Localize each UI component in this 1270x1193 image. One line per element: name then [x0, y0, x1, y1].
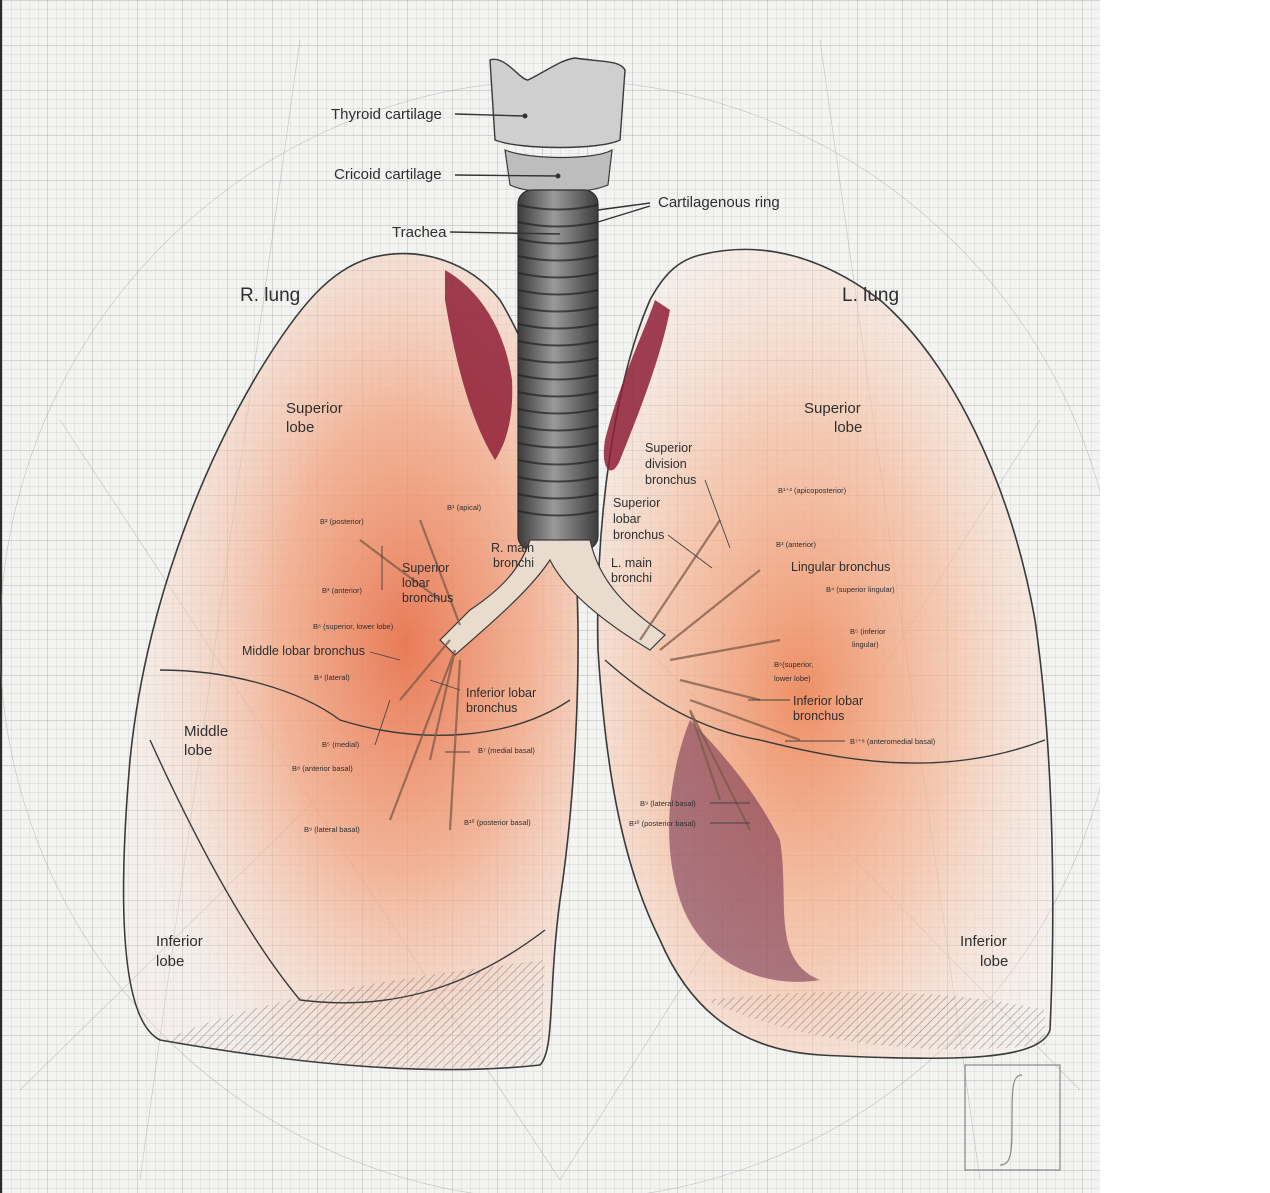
seg-r-superior-lower: B⁶ (superior, lower lobe) [313, 622, 394, 631]
seg-r-posterior-basal: B¹⁰ (posterior basal) [464, 818, 531, 827]
label-middle-lobar-bronchus: Middle lobar bronchus [242, 644, 365, 658]
label-r-sup-lobar-bronchus-3: bronchus [402, 591, 453, 605]
label-sup-division-bronchus-3: bronchus [645, 473, 696, 487]
label-middle-lobe-2: lobe [184, 742, 212, 759]
label-r-main-bronchi-1: R. main [491, 541, 534, 555]
seg-l-superior-lower-1: B⁶(superior, [774, 660, 813, 669]
seg-r-medial-basal: B⁷ (medial basal) [478, 746, 535, 755]
label-r-inf-lobar-bronchus-2: bronchus [466, 701, 517, 715]
label-l-superior-lobe-2: lobe [834, 419, 862, 436]
seg-l-superior-lower-2: lower lobe) [774, 674, 811, 683]
seg-r-anterior: B³ (anterior) [322, 586, 363, 595]
seg-r-posterior: B² (posterior) [320, 517, 364, 526]
seg-l-anteromedial-basal: B⁷⁺⁸ (anteromedial basal) [850, 737, 936, 746]
seg-l-inferior-lingular-1: B⁵ (inferior [850, 627, 886, 636]
label-l-sup-lobar-bronchus-3: bronchus [613, 528, 664, 542]
label-r-superior-lobe-2: lobe [286, 419, 314, 436]
seg-l-inferior-lingular-2: lingular) [852, 640, 879, 649]
seg-r-apical: B¹ (apical) [447, 503, 482, 512]
label-l-main-bronchi-2: bronchi [611, 571, 652, 585]
label-l-main-bronchi-1: L. main [611, 556, 652, 570]
label-middle-lobe-1: Middle [184, 723, 228, 740]
lung-diagram: Thyroid cartilage Cricoid cartilage Cart… [0, 0, 1100, 1193]
label-l-sup-lobar-bronchus-2: lobar [613, 512, 641, 526]
label-r-inferior-lobe-2: lobe [156, 953, 184, 970]
label-r-inferior-lobe-1: Inferior [156, 933, 203, 950]
label-r-sup-lobar-bronchus-2: lobar [402, 576, 430, 590]
label-l-inf-lobar-bronchus-2: bronchus [793, 709, 844, 723]
label-r-superior-lobe-1: Superior [286, 400, 343, 417]
seg-l-anterior: B³ (anterior) [776, 540, 817, 549]
seg-l-lateral-basal: B⁹ (lateral basal) [640, 799, 696, 808]
label-cartilagenous-ring: Cartilagenous ring [658, 194, 780, 211]
label-l-lung: L. lung [842, 285, 899, 306]
seg-r-anterior-basal: B⁸ (anterior basal) [292, 764, 353, 773]
label-l-inferior-lobe-1: Inferior [960, 933, 1007, 950]
seg-l-posterior-basal: B¹⁰ (posterior basal) [629, 819, 696, 828]
label-r-lung: R. lung [240, 285, 300, 306]
seg-l-apicoposterior: B¹⁺² (apicoposterior) [778, 486, 847, 495]
seg-r-lateral-basal: B⁹ (lateral basal) [304, 825, 360, 834]
thyroid-cartilage-shape [490, 58, 625, 148]
label-l-inf-lobar-bronchus-1: Inferior lobar [793, 694, 863, 708]
label-l-sup-lobar-bronchus-1: Superior [613, 496, 660, 510]
seg-r-medial: B⁵ (medial) [322, 740, 360, 749]
seg-r-lateral: B⁴ (lateral) [314, 673, 350, 682]
margin-doodle [965, 1065, 1060, 1170]
page-margin [1100, 0, 1270, 1193]
label-sup-division-bronchus-1: Superior [645, 441, 692, 455]
label-r-sup-lobar-bronchus-1: Superior [402, 561, 449, 575]
seg-l-superior-lingular: B⁴ (superior lingular) [826, 585, 895, 594]
label-sup-division-bronchus-2: division [645, 457, 687, 471]
label-cricoid-cartilage: Cricoid cartilage [334, 166, 442, 183]
cricoid-cartilage-shape [505, 150, 612, 193]
label-l-superior-lobe-1: Superior [804, 400, 861, 417]
label-r-main-bronchi-2: bronchi [493, 556, 534, 570]
label-lingular-bronchus: Lingular bronchus [791, 560, 890, 574]
label-l-inferior-lobe-2: lobe [980, 953, 1008, 970]
label-r-inf-lobar-bronchus-1: Inferior lobar [466, 686, 536, 700]
label-trachea: Trachea [392, 224, 447, 241]
label-thyroid-cartilage: Thyroid cartilage [331, 106, 442, 123]
